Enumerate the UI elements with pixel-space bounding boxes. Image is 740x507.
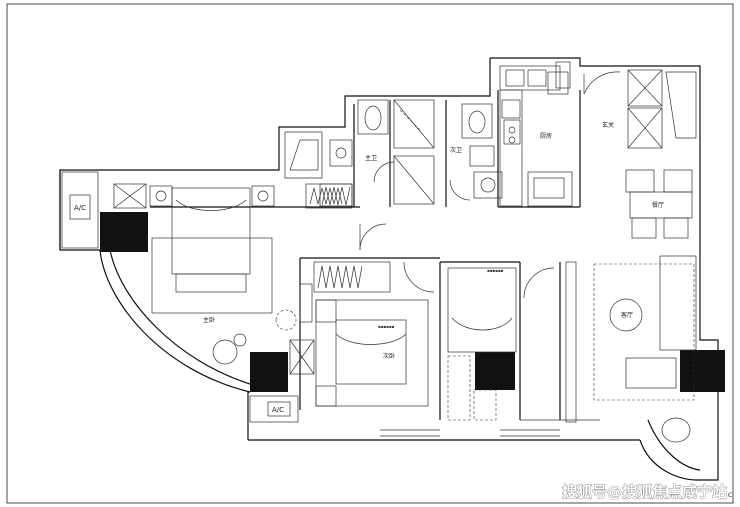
- ac-unit-bottom: A/C: [249, 395, 299, 423]
- master-bath-fixtures: [319, 99, 389, 207]
- ac-label-bottom: A/C: [272, 406, 284, 414]
- label-living: 客厅: [621, 311, 633, 319]
- watermark: 搜狐号@搜狐焦点咸宁站: [562, 483, 727, 501]
- second-bedroom-furniture: [289, 261, 429, 407]
- label-entrance: 玄关: [602, 121, 614, 129]
- tiny-label-b: ▪▪▪▪▪▪: [487, 268, 504, 273]
- armchair-master: [212, 309, 297, 365]
- label-master-bath: 主卫: [365, 154, 377, 162]
- outer-walls: [59, 57, 719, 481]
- master-bed: [149, 185, 275, 314]
- structural-columns: [100, 212, 725, 392]
- label-dining: 餐厅: [652, 201, 664, 209]
- living-furniture: [565, 255, 697, 443]
- wardrobe-master: [113, 183, 353, 209]
- third-room-furniture: [447, 267, 517, 421]
- page-frame: [6, 3, 734, 504]
- label-master-bedroom: 主卧: [203, 316, 215, 324]
- entrance-cabinets: [583, 69, 697, 149]
- ac-unit-top-left: A/C: [61, 171, 99, 249]
- bottom-windows: [380, 419, 600, 437]
- bath-corner-niche: [284, 131, 323, 179]
- doors: [359, 161, 555, 299]
- kitchen-counter: [499, 61, 573, 207]
- label-second-bedroom: 次卧: [383, 352, 395, 360]
- tiny-label-a: ▪▪▪▪▪▪: [378, 324, 395, 329]
- interior-walls: [150, 90, 581, 420]
- label-second-bath: 次卫: [450, 146, 462, 154]
- corner-mark: C: [728, 492, 732, 499]
- label-kitchen: 厨房: [540, 132, 552, 140]
- second-bath-fixtures: [461, 103, 503, 199]
- dining-set: [625, 169, 693, 239]
- ac-label-top-left: A/C: [74, 204, 86, 212]
- shower: [393, 99, 435, 205]
